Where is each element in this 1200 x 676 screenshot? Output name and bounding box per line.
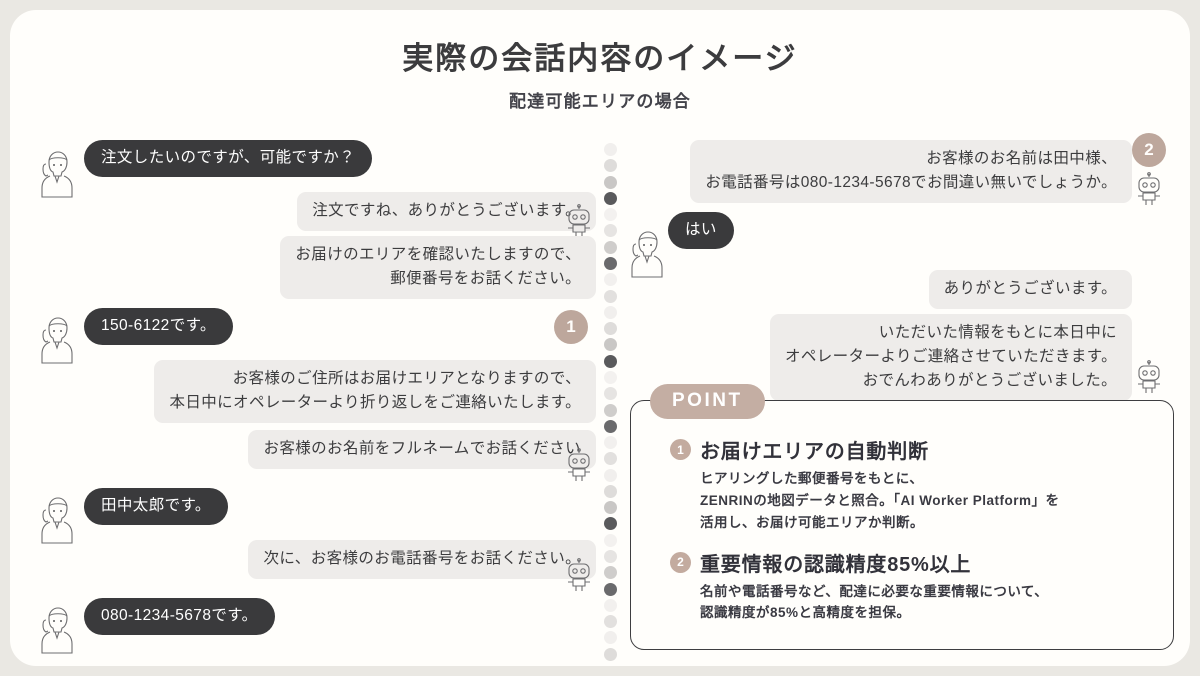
bot-message-bubble: 注文ですね、ありがとうございます。 xyxy=(297,192,596,232)
divider-dot xyxy=(603,338,617,352)
point-list: 1 お届けエリアの自動判断 ヒアリングした郵便番号をもとに、 ZENRINの地図… xyxy=(670,435,1170,638)
message-row: 080-1234-5678です。 xyxy=(36,598,596,654)
message-row: 田中太郎です。 xyxy=(36,488,596,544)
message-row: お届けのエリアを確認いたしますので、 郵便番号をお話ください。 xyxy=(36,236,596,308)
robot-icon xyxy=(1134,172,1164,206)
user-message-bubble: 注文したいのですが、可能ですか？ xyxy=(84,140,373,178)
divider-dot xyxy=(603,452,617,466)
divider-dot xyxy=(603,224,617,238)
point-tag-label: POINT xyxy=(650,384,765,419)
point-item: 1 お届けエリアの自動判断 ヒアリングした郵便番号をもとに、 ZENRINの地図… xyxy=(670,435,1170,534)
divider-dot xyxy=(603,517,617,531)
point-number-badge: 1 xyxy=(670,439,691,460)
point-item-title: 重要情報の認識精度85%以上 xyxy=(700,553,972,576)
divider-dot xyxy=(603,305,617,319)
robot-icon xyxy=(564,448,594,482)
message-row: ありがとうございます。 xyxy=(626,270,1174,314)
message-row: 150-6122です。 1 xyxy=(36,308,596,364)
divider-dot xyxy=(603,354,617,368)
bot-message-bubble: お客様のお名前をフルネームでお話ください xyxy=(248,430,596,470)
divider-dot xyxy=(603,143,617,156)
bot-message-bubble: お届けのエリアを確認いたしますので、 郵便番号をお話ください。 xyxy=(280,236,596,300)
divider-dot xyxy=(603,159,617,173)
callout-badge-2: 2 xyxy=(1132,133,1166,167)
point-item-head: 2 重要情報の認識精度85%以上 xyxy=(670,548,1170,577)
divider-dot xyxy=(603,370,617,384)
divider-dot xyxy=(603,403,617,417)
divider-dot xyxy=(603,566,617,580)
message-row: はい xyxy=(626,212,1174,278)
slide-header: 実際の会話内容のイメージ 配達可能エリアの場合 xyxy=(10,40,1190,112)
divider-dot xyxy=(603,322,617,336)
page-subtitle: 配達可能エリアの場合 xyxy=(509,91,691,111)
robot-icon xyxy=(564,558,594,592)
divider-dot xyxy=(603,273,617,287)
conversation-right: お客様のお名前は田中様、 お電話番号は080-1234-5678でお間違い無いで… xyxy=(626,133,1174,402)
point-item-head: 1 お届けエリアの自動判断 xyxy=(670,435,1170,464)
person-on-phone-icon xyxy=(36,602,78,654)
point-item-body: 名前や電話番号など、配達に必要な重要情報について、 認識精度が85%と高精度を担… xyxy=(700,583,1049,621)
message-row: 注文ですね、ありがとうございます。 xyxy=(36,192,596,238)
divider-dot xyxy=(603,436,617,450)
page-title: 実際の会話内容のイメージ xyxy=(402,41,798,76)
bot-message-bubble: お客様のご住所はお届けエリアとなりますので、 本日中にオペレーターより折り返しを… xyxy=(154,360,596,424)
user-message-bubble: 080-1234-5678です。 xyxy=(84,598,275,636)
point-card xyxy=(630,400,1174,650)
message-row: お客様のお名前をフルネームでお話ください xyxy=(36,430,596,488)
person-on-phone-icon xyxy=(626,226,668,278)
divider-dot xyxy=(603,598,617,612)
point-number-badge: 2 xyxy=(670,551,691,573)
divider-dot xyxy=(603,175,617,189)
point-item-body: ヒアリングした郵便番号をもとに、 ZENRINの地図データと照合。「AI Wor… xyxy=(700,471,1060,530)
divider-dot xyxy=(603,647,617,661)
bot-message-bubble: お客様のお名前は田中様、 お電話番号は080-1234-5678でお間違い無いで… xyxy=(690,140,1132,204)
message-row: いただいた情報をもとに本日中に オペレーターよりご連絡させていただきます。 おで… xyxy=(626,314,1174,402)
divider-dot xyxy=(603,550,617,564)
point-item: 2 重要情報の認識精度85%以上 名前や電話番号など、配達に必要な重要情報につい… xyxy=(670,548,1170,625)
divider-dot xyxy=(603,208,617,222)
user-message-bubble: 150-6122です。 xyxy=(84,308,233,346)
divider-dot xyxy=(603,387,617,401)
callout-badge-1: 1 xyxy=(554,310,588,344)
message-row: お客様のご住所はお届けエリアとなりますので、 本日中にオペレーターより折り返しを… xyxy=(36,360,596,430)
divider-dot xyxy=(603,501,617,515)
bot-message-bubble: いただいた情報をもとに本日中に オペレーターよりご連絡させていただきます。 おで… xyxy=(769,314,1132,402)
point-item-title: お届けエリアの自動判断 xyxy=(700,441,929,463)
divider-dot xyxy=(603,256,617,270)
divider-dot xyxy=(603,484,617,498)
slide-card: 実際の会話内容のイメージ 配達可能エリアの場合 xyxy=(10,10,1190,666)
divider-dot xyxy=(603,631,617,645)
robot-icon xyxy=(564,204,594,238)
person-on-phone-icon xyxy=(36,492,78,544)
message-row: お客様のお名前は田中様、 お電話番号は080-1234-5678でお間違い無いで… xyxy=(626,133,1174,212)
bot-message-bubble: ありがとうございます。 xyxy=(928,270,1132,310)
robot-icon xyxy=(1134,360,1164,394)
divider-dot xyxy=(603,533,617,547)
user-message-bubble: はい xyxy=(668,212,734,250)
divider-dot xyxy=(603,191,617,205)
divider-dot xyxy=(603,240,617,254)
divider-dot xyxy=(603,419,617,433)
divider-dot xyxy=(603,468,617,482)
person-on-phone-icon xyxy=(36,312,78,364)
message-row: 注文したいのですが、可能ですか？ xyxy=(36,140,596,198)
conversation-left: 注文したいのですが、可能ですか？ 注文ですね、ありがとうございます。 お届 xyxy=(36,140,596,654)
user-message-bubble: 田中太郎です。 xyxy=(84,488,228,526)
divider-dot xyxy=(603,582,617,596)
dotted-divider xyxy=(602,143,618,661)
message-row: 次に、お客様のお電話番号をお話ください。 xyxy=(36,540,596,598)
bot-message-bubble: 次に、お客様のお電話番号をお話ください。 xyxy=(248,540,596,580)
divider-dot xyxy=(603,615,617,629)
divider-dot xyxy=(603,289,617,303)
person-on-phone-icon xyxy=(36,146,78,198)
